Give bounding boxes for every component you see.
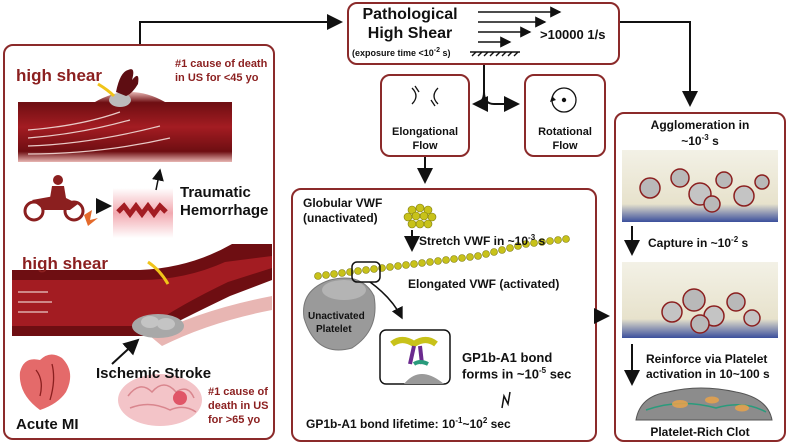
cause-top-line2: in US for <45 yo: [175, 72, 259, 84]
label-agglom-time: ~10-3 s: [681, 133, 719, 148]
rotational-flow-box: [524, 74, 606, 157]
label-agglomeration: Agglomeration in: [650, 118, 750, 132]
bond-zoom-inset: [379, 329, 451, 385]
heart-icon: [19, 354, 71, 410]
label-globular-vwf: Globular VWF: [303, 196, 383, 210]
cause-bottom-line2: death in US: [208, 400, 269, 412]
label-bond-forms: GP1b-A1 bond: [462, 350, 553, 365]
arrow-top-to-right: [620, 21, 698, 107]
flex-arrow-icon: [501, 391, 511, 409]
label-activation-time: activation in 10~100 s: [646, 367, 770, 381]
label-high-shear-top: high shear: [16, 66, 102, 85]
label-elongational-flow: Flow: [412, 140, 438, 152]
elongational-flow-icon: [411, 85, 439, 107]
shear-rate-value: >10000 1/s: [540, 27, 606, 42]
label-rotational: Rotational: [538, 126, 592, 138]
shear-flow-lines-icon: [470, 6, 562, 57]
label-capture: Capture in ~10-2 s: [648, 235, 749, 250]
title-pathological: Pathological: [362, 6, 458, 23]
platelet-rich-clot-image: [635, 387, 773, 421]
zoom-box: [351, 261, 381, 283]
cause-bottom-line1: #1 cause of: [208, 386, 268, 398]
label-bond-lifetime: GP1b-A1 bond lifetime: 10-1~102 sec: [306, 416, 511, 431]
label-bond-time: forms in ~10-5 sec: [462, 366, 572, 382]
label-rotational-flow: Flow: [552, 140, 578, 152]
brain-icon: [118, 374, 202, 426]
label-elongated-vwf: Elongated VWF (activated): [408, 277, 560, 291]
label-unactivated-vwf: (unactivated): [303, 211, 378, 225]
label-reinforce: Reinforce via Platelet: [646, 352, 768, 366]
motorcycle-icon: [23, 175, 98, 226]
arrow-hemorrhage-up: [152, 168, 164, 191]
arrow-stroke-to-clot: [111, 338, 140, 365]
arrow-top-to-rotational: [483, 91, 520, 112]
vessel-bottom-illustration: [12, 244, 272, 346]
label-ischemic-stroke: Ischemic Stroke: [96, 365, 212, 382]
label-elongational: Elongational: [392, 126, 458, 138]
cause-top-line1: #1 cause of death: [175, 58, 268, 70]
label-unactivated: Unactivated: [308, 311, 365, 322]
globular-vwf-icon: [403, 203, 437, 229]
wound-icon: [116, 201, 168, 219]
elongational-flow-box: [380, 74, 470, 157]
unactivated-platelet-icon: [303, 277, 376, 351]
label-high-shear-mid: high shear: [22, 254, 108, 273]
cause-bottom-line3: for >65 yo: [208, 414, 261, 426]
label-hemorrhage: Hemorrhage: [180, 202, 269, 219]
elongated-vwf-chain: [314, 235, 570, 280]
arrow-left-to-top: [139, 14, 343, 44]
label-platelet: Platelet: [316, 324, 352, 335]
title-high-shear: High Shear: [367, 25, 453, 42]
label-stretch-vwf: Stretch VWF in ~10-3 s: [419, 233, 546, 248]
label-traumatic: Traumatic: [180, 184, 251, 201]
rotational-flow-icon: [550, 87, 577, 113]
label-platelet-rich-clot: Platelet-Rich Clot: [650, 425, 750, 439]
agglomeration-image: [622, 150, 778, 222]
arrow-top-to-elongational: [472, 65, 489, 112]
exposure-time-note: (exposure time <10-2 s): [352, 47, 451, 58]
vessel-top-illustration: [18, 69, 232, 162]
label-acute-mi: Acute MI: [16, 416, 79, 433]
arrow-zoom: [369, 281, 403, 320]
capture-image: [622, 262, 778, 338]
